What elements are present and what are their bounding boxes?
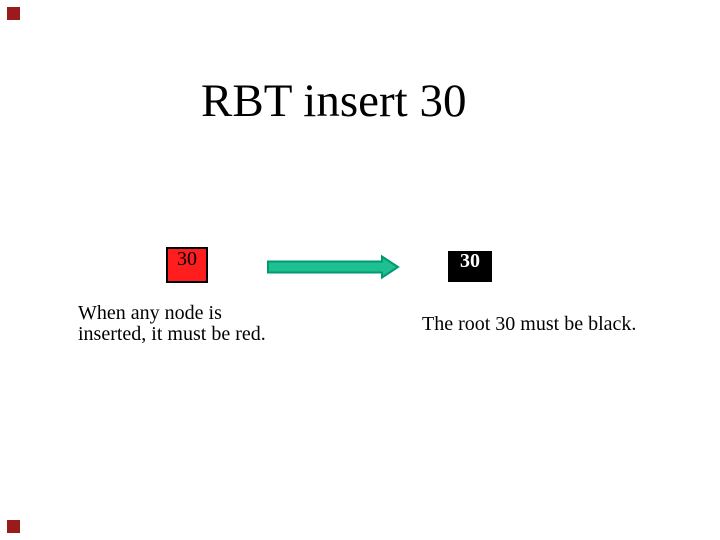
- left-caption: When any node is inserted, it must be re…: [78, 303, 266, 345]
- right-caption: The root 30 must be black.: [422, 313, 637, 335]
- left-caption-line1: When any node is: [78, 302, 222, 324]
- corner-marker-bottom-left: [7, 520, 20, 533]
- slide-title: RBT insert 30: [201, 75, 467, 127]
- right-arrow-shape: [267, 254, 400, 280]
- corner-marker-top-left: [7, 7, 20, 20]
- black-node-label: 30: [460, 250, 480, 272]
- left-caption-line2: inserted, it must be red.: [78, 323, 266, 345]
- right-arrow-icon: [267, 254, 400, 280]
- red-node: 30: [166, 247, 208, 283]
- black-node: 30: [448, 251, 492, 282]
- red-node-label: 30: [177, 248, 197, 270]
